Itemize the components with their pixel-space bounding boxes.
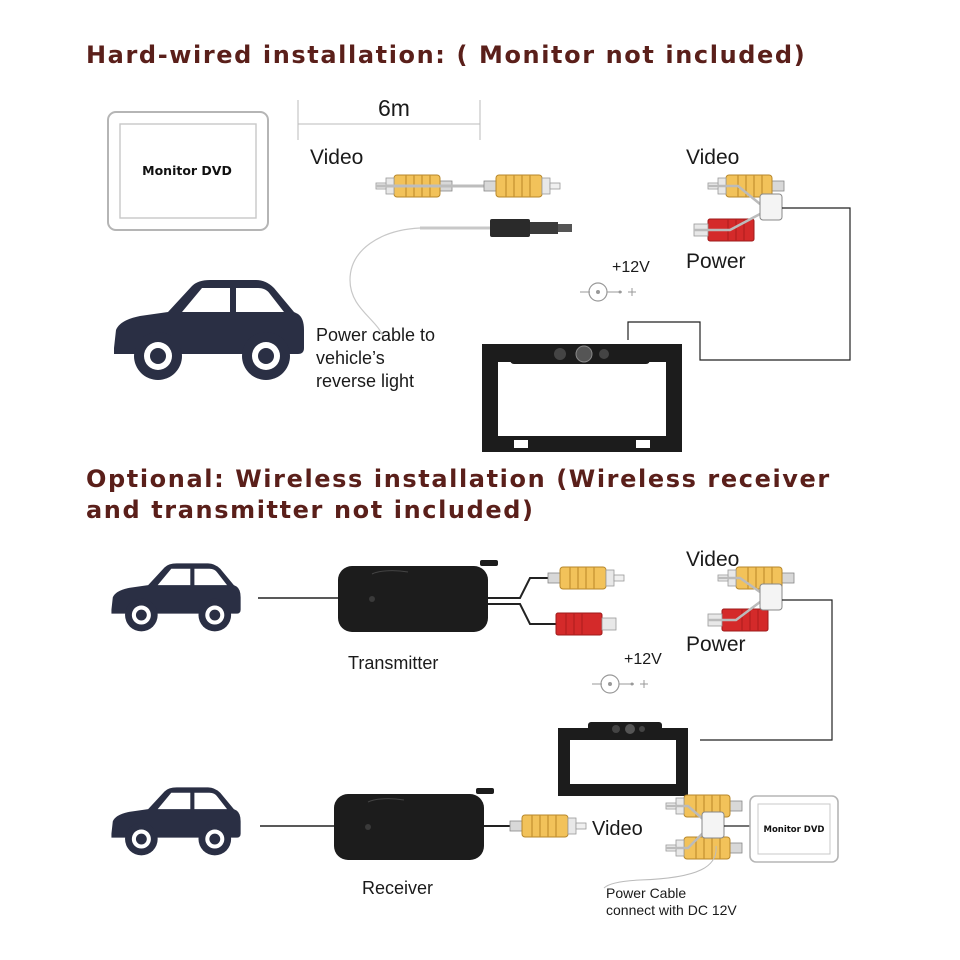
- monitor-dvd-small-label: Monitor DVD: [763, 825, 824, 835]
- receiver-unit: Receiver: [260, 787, 587, 898]
- reverse-light-note: Power cable to vehicle’s reverse light: [316, 325, 435, 391]
- power-cable-line1: Power Cable: [606, 885, 686, 901]
- car-receiver-icon: [111, 787, 241, 856]
- heading-hardwired: Hard-wired installation: ( Monitor not i…: [86, 41, 806, 69]
- video-extension-cable: Video: [310, 146, 572, 341]
- camera-cable-wireless: Video Power +12V: [591, 548, 833, 741]
- length-dimension: 6m: [297, 95, 481, 140]
- monitor-dvd-hardwired: Monitor DVD: [107, 111, 269, 231]
- power-note-line2: vehicle’s: [316, 348, 385, 368]
- receiver-video-cable: Video: [592, 794, 750, 889]
- heading-optional-line2: and transmitter not included): [86, 496, 535, 524]
- receiver-video-label: Video: [592, 818, 643, 840]
- voltage-label: +12V: [612, 259, 650, 276]
- video-cable-label: Video: [310, 146, 363, 169]
- car-transmitter-icon: [111, 563, 241, 632]
- power-cable-note: Power Cable connect with DC 12V: [606, 885, 737, 918]
- monitor-dvd-label: Monitor DVD: [142, 163, 232, 178]
- power-note-line1: Power cable to: [316, 325, 435, 345]
- wireless-voltage-label: +12V: [624, 651, 662, 668]
- power-cable-line2: connect with DC 12V: [606, 902, 737, 918]
- transmitter-label: Transmitter: [348, 653, 438, 673]
- length-label: 6m: [378, 95, 410, 121]
- license-plate-camera-hardwired: [482, 344, 682, 452]
- wireless-video-label: Video: [686, 548, 739, 571]
- transmitter-unit: Transmitter: [258, 559, 625, 673]
- camera-video-label: Video: [686, 146, 739, 169]
- wireless-power-label: Power: [686, 633, 746, 656]
- camera-power-label: Power: [686, 250, 746, 273]
- camera-cable-hardwired: Video Power +12V: [579, 146, 851, 361]
- power-note-line3: reverse light: [316, 371, 414, 391]
- license-plate-camera-wireless: [558, 722, 688, 796]
- receiver-label: Receiver: [362, 878, 433, 898]
- heading-optional-line1: Optional: Wireless installation (Wireles…: [86, 465, 831, 493]
- monitor-dvd-wireless: Monitor DVD: [749, 795, 839, 863]
- car-hardwired-icon: [114, 280, 304, 380]
